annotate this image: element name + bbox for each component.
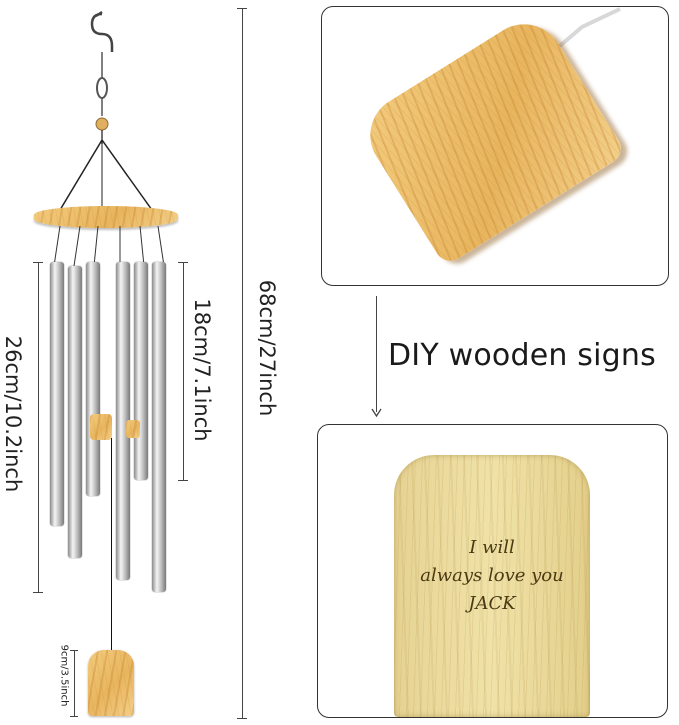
dimension-tick <box>178 262 188 263</box>
chime-tube <box>116 262 130 580</box>
engraving-line-1: I will <box>469 537 515 558</box>
engraved-wooden-sign: I will always love you JACK <box>394 455 590 717</box>
hook-icon <box>90 10 114 144</box>
pendulum-string <box>111 438 112 650</box>
dimension-line-long <box>38 262 39 592</box>
wooden-ring <box>34 206 178 228</box>
sign-size-label: 9cm/3.5inch <box>58 644 70 707</box>
wooden-striker <box>126 420 140 438</box>
chime-tube <box>152 262 166 592</box>
dimension-tick <box>178 480 188 481</box>
dimension-tick <box>33 262 43 263</box>
arrow-down-icon <box>371 408 382 418</box>
chime-tube <box>68 266 82 558</box>
dimension-tick <box>70 650 78 651</box>
dimension-line-total <box>242 8 243 718</box>
dimension-tick <box>70 716 78 717</box>
hanging-strings <box>59 140 153 211</box>
dimension-line-short <box>183 262 184 480</box>
wind-chime-illustration: 26cm/10.2inch 18cm/7.1inch 9cm/3.5inch <box>0 0 240 725</box>
diy-caption: DIY wooden signs <box>388 338 656 373</box>
arrow-shaft <box>376 296 377 412</box>
dimension-tick <box>237 8 247 9</box>
tube-strings <box>53 226 165 267</box>
long-tube-label: 26cm/10.2inch <box>1 335 25 493</box>
engraving-line-3: JACK <box>468 593 516 614</box>
engraved-sign-panel: I will always love you JACK <box>317 424 668 718</box>
engraving-line-2: always love you <box>420 565 564 586</box>
dimension-tick <box>33 592 43 593</box>
wooden-sail <box>88 650 134 716</box>
chime-tube <box>50 262 64 526</box>
wooden-striker <box>90 414 112 440</box>
dimension-tick <box>237 718 247 719</box>
chime-tube <box>134 262 148 480</box>
short-tube-label: 18cm/7.1inch <box>190 298 214 442</box>
chime-tube <box>86 262 100 496</box>
dimension-line-sign <box>74 650 75 716</box>
total-length-label: 68cm/27inch <box>255 279 279 417</box>
blank-sign-panel <box>321 6 669 286</box>
